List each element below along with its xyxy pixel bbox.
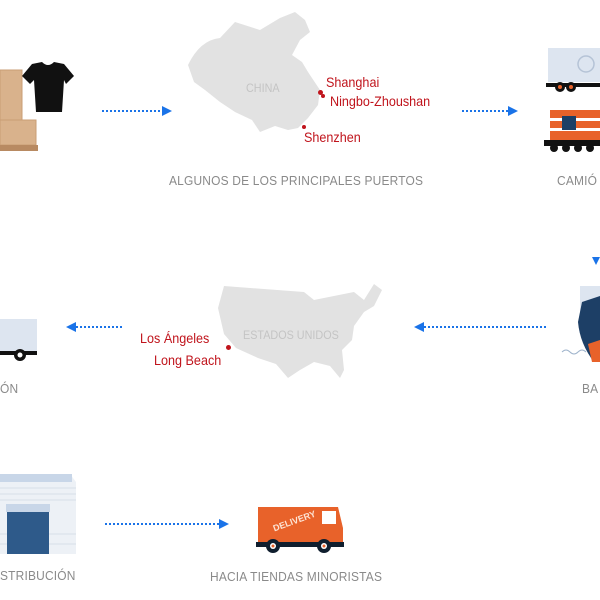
transport-caption: CAMIÓ xyxy=(557,173,598,188)
china-map xyxy=(188,12,320,132)
warehouse-caption: STRIBUCIÓN xyxy=(0,568,76,583)
arrow-left-1 xyxy=(414,322,546,332)
arrow-left-2 xyxy=(66,322,124,332)
truck-caption: ÓN xyxy=(0,381,19,396)
train-locomotive-icon xyxy=(544,110,600,152)
warehouse-icon xyxy=(0,474,76,554)
ship-caption: BA xyxy=(582,381,599,396)
china-caption: ALGUNOS DE LOS PRINCIPALES PUERTOS xyxy=(169,173,424,188)
ningbo-dot xyxy=(321,94,325,98)
usa-label: ESTADOS UNIDOS xyxy=(243,328,339,342)
port-shenzhen: Shenzhen xyxy=(304,129,361,145)
port-ningbo-zhoushan: Ningbo-Zhoushan xyxy=(330,93,431,109)
tshirt-icon xyxy=(22,62,74,112)
port-long-beach: Long Beach xyxy=(154,352,222,368)
port-los-angeles: Los Ángeles xyxy=(140,330,210,346)
usa-map xyxy=(218,284,382,378)
ship-icon xyxy=(561,286,600,362)
arrow-down xyxy=(592,257,600,265)
arrow-right-2 xyxy=(462,106,518,116)
china-label: CHINA xyxy=(246,81,280,95)
shanghai-dot xyxy=(318,90,323,95)
la-long-beach-dot xyxy=(226,345,231,350)
arrow-right-3 xyxy=(105,519,229,529)
delivery-van-icon: DELIVERY xyxy=(256,506,346,554)
port-shanghai: Shanghai xyxy=(326,74,380,90)
truck-icon xyxy=(0,319,37,361)
truck-trailer-icon xyxy=(546,48,600,92)
retail-caption: HACIA TIENDAS MINORISTAS xyxy=(210,569,383,584)
arrow-right-1 xyxy=(102,106,172,116)
shenzhen-dot xyxy=(302,125,306,129)
boxes-pallet-icon xyxy=(0,69,38,151)
